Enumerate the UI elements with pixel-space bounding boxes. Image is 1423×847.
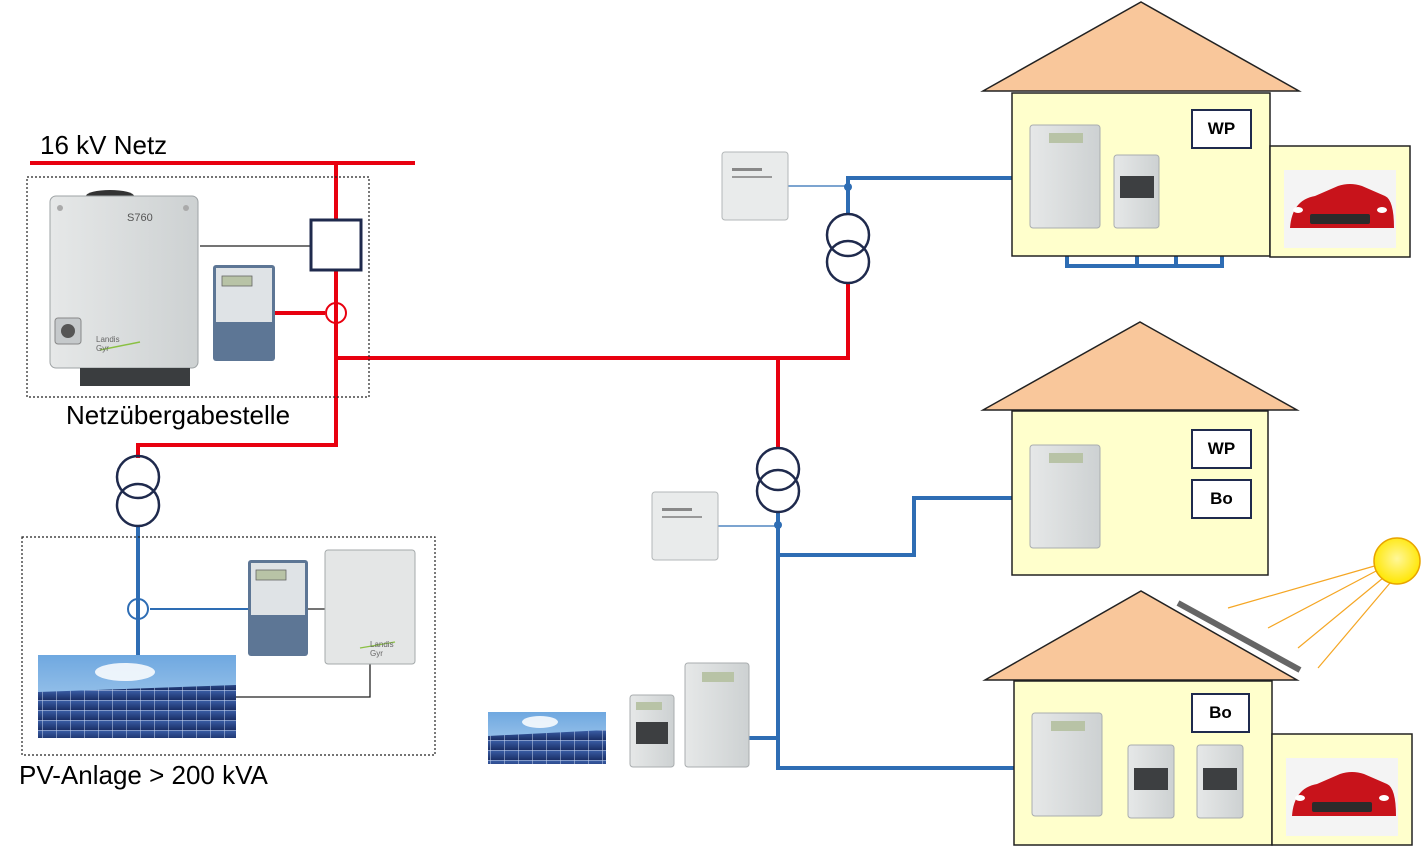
heat-pump-box: WP (1207, 439, 1236, 458)
smart-meter-icon (1113, 154, 1160, 229)
smart-meter-icon (1127, 744, 1175, 819)
communication-lines (150, 185, 848, 698)
junction-dot (844, 183, 852, 191)
handover-label: Netzübergabestelle (66, 400, 291, 430)
gateway-icon (721, 151, 789, 221)
boiler-box: Bo (1209, 703, 1232, 722)
brand-label: Landis Gyr (96, 335, 120, 353)
handover-boundary (26, 176, 370, 398)
smart-meter-icon (1029, 124, 1101, 229)
electric-car-icon (1284, 170, 1396, 248)
solar-panel-icon (38, 655, 236, 738)
gateway-icon (651, 491, 719, 561)
pv-plant-label: PV-Anlage > 200 kVA (19, 760, 268, 790)
smart-meter-icon (1029, 444, 1101, 549)
brand-label: Landis Gyr (370, 640, 394, 658)
transformer-icon (825, 212, 871, 285)
solar-panel-icon (488, 712, 606, 764)
heat-pump-box: WP (1207, 119, 1236, 138)
electric-car-icon (1286, 758, 1398, 836)
transformer-icon (115, 454, 161, 528)
current-sensor-icon (127, 598, 149, 620)
smart-meter-icon (684, 662, 750, 768)
grid-label: 16 kV Netz (40, 130, 168, 160)
s760-station-icon (49, 190, 199, 386)
boiler-box: Bo (1210, 489, 1233, 508)
interface-box (309, 218, 363, 272)
smart-meter-icon (213, 265, 275, 361)
sun-icon (1227, 537, 1421, 669)
junction-dot (774, 521, 782, 529)
smart-meter-icon (1196, 744, 1244, 819)
smart-meter-icon (1031, 712, 1103, 817)
roof-solar-panel-icon (1176, 600, 1302, 673)
current-sensor-icon (325, 302, 347, 324)
transformer-icon (755, 446, 801, 514)
gateway-icon (324, 549, 416, 665)
smart-meter-icon (629, 694, 675, 768)
pv-plant-boundary (21, 536, 436, 756)
appliance-boxes (1191, 109, 1252, 733)
smart-meter-icon (248, 560, 308, 656)
station-model-label: S760 (127, 212, 153, 224)
